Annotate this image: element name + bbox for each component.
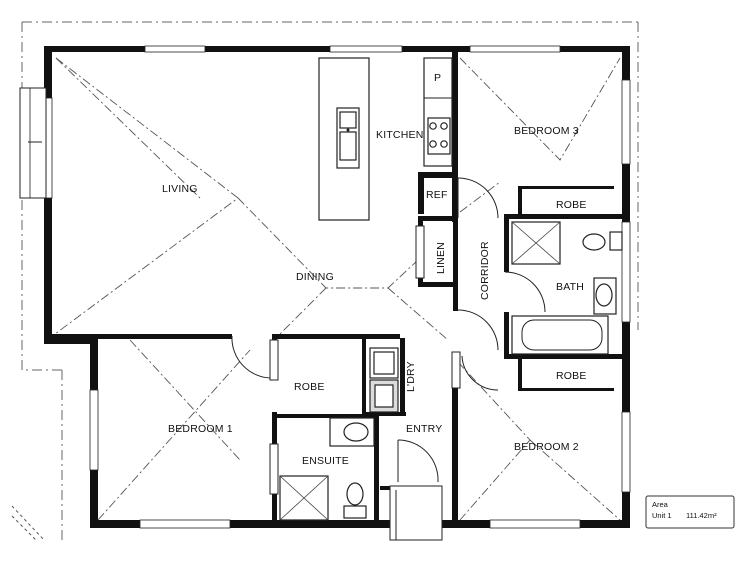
kitchen-island [318, 57, 370, 221]
label-bedroom2: BEDROOM 2 [514, 441, 579, 453]
label-bedroom3: BEDROOM 3 [514, 125, 579, 137]
room-labels: LIVING DINING KITCHEN P REF LINEN CORRID… [162, 72, 587, 467]
area-value: 111.42m² [686, 511, 717, 520]
label-linen: LINEN [435, 242, 447, 274]
label-kitchen: KITCHEN [376, 129, 424, 141]
label-ensuite: ENSUITE [302, 455, 349, 467]
laundry-fixtures [369, 347, 399, 413]
ceiling-lines [54, 57, 621, 521]
entry-porch [389, 485, 443, 541]
label-robe-bed3: ROBE [556, 199, 587, 211]
door-swings [231, 177, 546, 495]
bath-fixtures [511, 221, 623, 355]
garden-hatch [11, 505, 45, 541]
label-entry: ENTRY [406, 423, 442, 435]
label-corridor: CORRIDOR [479, 241, 491, 300]
site-boundary [21, 21, 639, 540]
label-bath: BATH [556, 281, 584, 293]
label-bedroom1: BEDROOM 1 [168, 423, 233, 435]
area-schedule: Area Unit 1 111.42m² [645, 495, 735, 529]
bay-window [19, 87, 47, 199]
label-dining: DINING [296, 271, 334, 283]
label-robe-bed1: ROBE [294, 381, 325, 393]
kitchen-bench [423, 57, 453, 167]
label-living: LIVING [162, 183, 198, 195]
exterior-walls [43, 45, 631, 529]
ensuite-fixtures [279, 417, 375, 521]
area-unit: Unit 1 [652, 511, 672, 520]
label-laundry: L'DRY [405, 361, 417, 392]
label-ref: REF [426, 189, 448, 201]
area-heading: Area [652, 500, 669, 509]
label-pantry: P [434, 72, 441, 84]
label-robe-bed2: ROBE [556, 370, 587, 382]
